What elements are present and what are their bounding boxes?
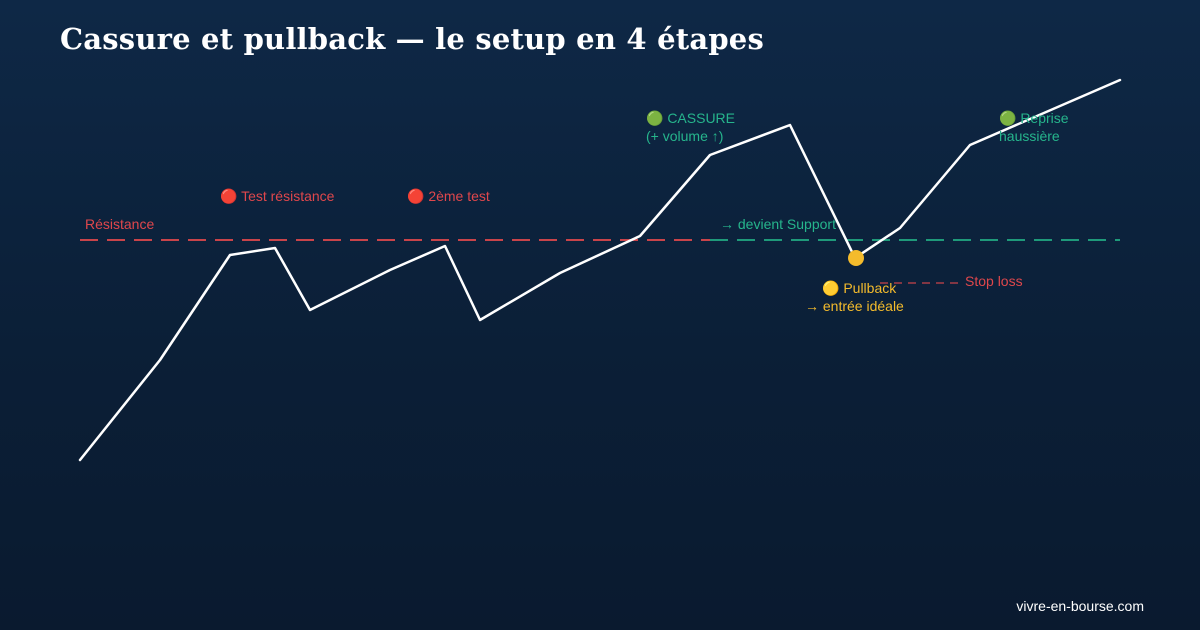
resume-bullish-label: haussière — [999, 128, 1060, 144]
second-test-label: 🔴 2ème test — [407, 188, 490, 205]
page-title: Cassure et pullback — le setup en 4 étap… — [60, 22, 764, 56]
resistance-label: Résistance — [85, 216, 154, 232]
pullback-entry-label: → entrée idéale — [805, 298, 904, 314]
test-resistance-label: 🔴 Test résistance — [220, 188, 335, 205]
pullback-point — [848, 250, 864, 266]
pullback-label: 🟡 Pullback — [822, 280, 897, 297]
stoploss-label: Stop loss — [965, 273, 1023, 289]
breakout-volume-label: (+ volume ↑) — [646, 128, 723, 144]
breakout-label: 🟢 CASSURE — [646, 110, 735, 127]
price-path — [78, 78, 1122, 462]
support-label: → devient Support — [720, 216, 836, 232]
footer-site: vivre-en-bourse.com — [1016, 598, 1144, 614]
resume-label: 🟢 Reprise — [999, 110, 1069, 127]
